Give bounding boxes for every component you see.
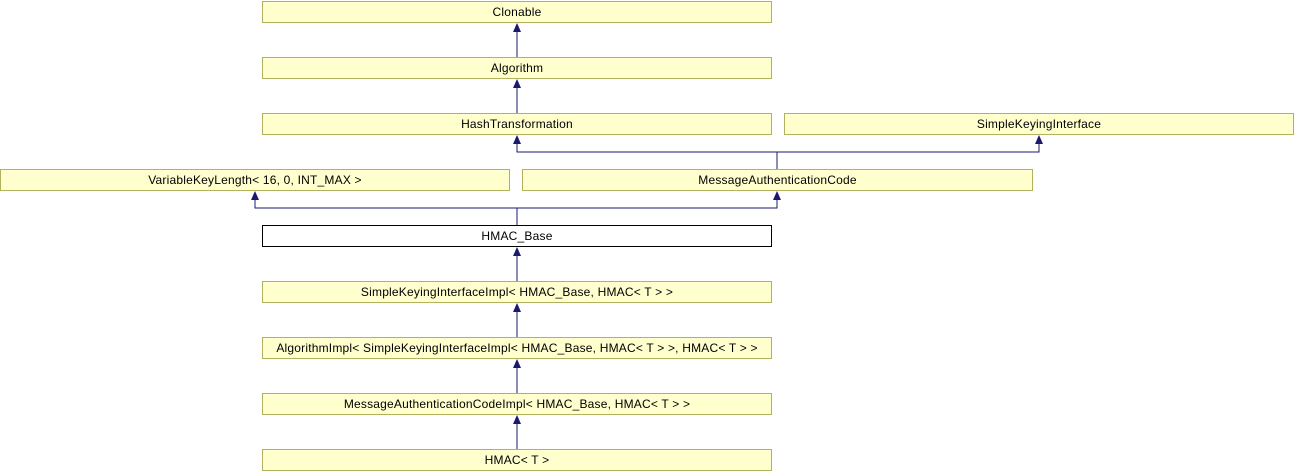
class-node-hashtransformation[interactable]: HashTransformation bbox=[262, 113, 772, 135]
class-node-simplekeyinginterface[interactable]: SimpleKeyingInterface bbox=[784, 113, 1294, 135]
class-node-clonable[interactable]: Clonable bbox=[262, 1, 772, 23]
class-node-algorithmimpl[interactable]: AlgorithmImpl< SimpleKeyingInterfaceImpl… bbox=[262, 337, 772, 359]
class-node-messageauthenticationcode[interactable]: MessageAuthenticationCode bbox=[522, 169, 1033, 191]
class-node-algorithm[interactable]: Algorithm bbox=[262, 57, 772, 79]
class-node-messageauthenticationcodeimpl[interactable]: MessageAuthenticationCodeImpl< HMAC_Base… bbox=[262, 393, 772, 415]
class-node-variablekeylength[interactable]: VariableKeyLength< 16, 0, INT_MAX > bbox=[0, 169, 510, 191]
inheritance-edge bbox=[251, 191, 518, 225]
inheritance-edge bbox=[776, 135, 1043, 169]
class-node-simplekeyinginterfaceimpl[interactable]: SimpleKeyingInterfaceImpl< HMAC_Base, HM… bbox=[262, 281, 772, 303]
class-node-hmac-base-current: HMAC_Base bbox=[262, 225, 772, 247]
inheritance-edge bbox=[516, 191, 781, 225]
inheritance-edge bbox=[513, 135, 778, 169]
class-node-hmac-t[interactable]: HMAC< T > bbox=[262, 449, 772, 471]
